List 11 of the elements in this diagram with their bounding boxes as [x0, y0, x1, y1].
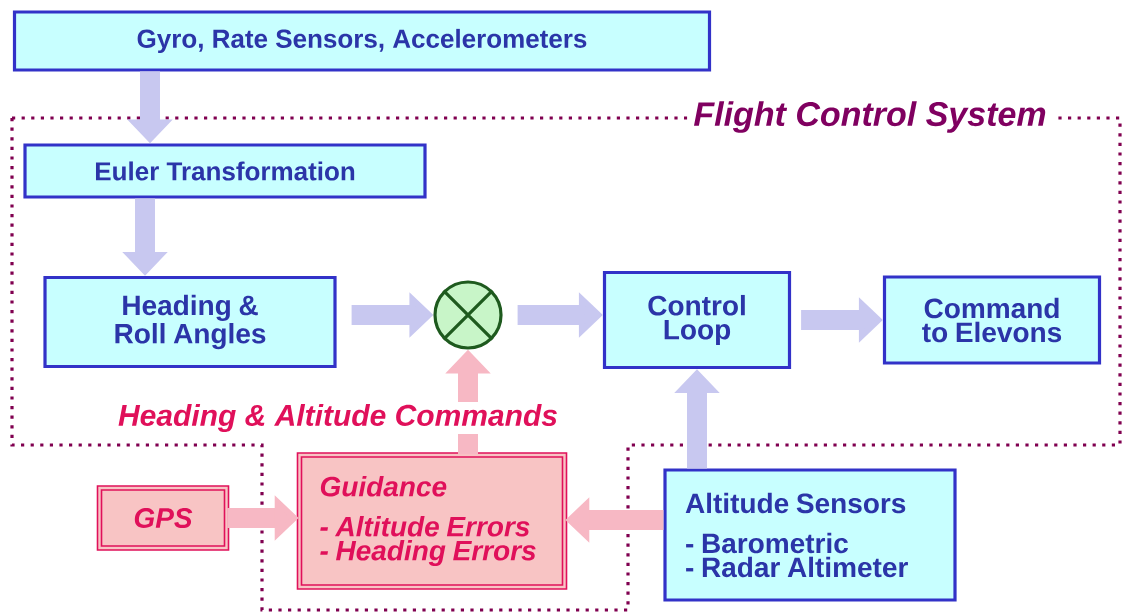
process-box: Guidance - Altitude Errors - Heading Errors: [296, 452, 568, 590]
process-box: Euler Transformation: [23, 143, 427, 199]
process-box: GPS: [96, 485, 230, 551]
process-box: Control Loop: [602, 270, 792, 370]
process-box: Command to Elevons: [882, 275, 1102, 365]
process-box: Altitude Sensors - Barometric - Radar Altimeter: [663, 468, 957, 602]
process-box: Gyro, Rate Sensors, Accelerometers: [12, 10, 712, 72]
region-title: Flight Control System: [687, 95, 1053, 139]
process-box: Heading & Roll Angles: [43, 275, 337, 369]
edge-label: Heading & Altitude Commands: [116, 402, 560, 434]
summing-junction: [433, 280, 503, 350]
